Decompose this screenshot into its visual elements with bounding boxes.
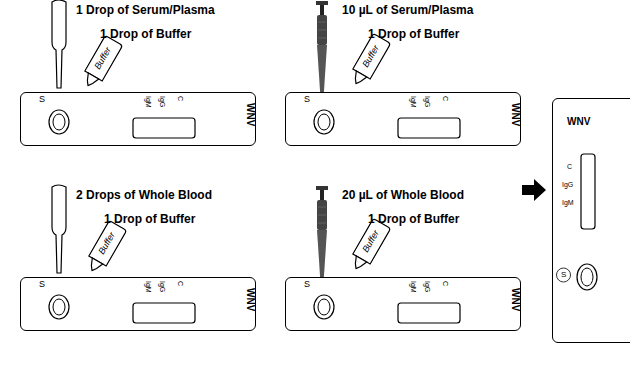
cassette-label: IgG [562, 181, 573, 188]
cassette-label: C [177, 281, 184, 286]
cassette-window [553, 99, 630, 344]
instruction-text: 1 Drop of Buffer [100, 28, 191, 40]
cassette-label: S [304, 95, 310, 104]
cassette-label: WNV [510, 103, 520, 126]
cassette-label: IgM [410, 96, 417, 108]
cassette-window [21, 278, 257, 332]
cassette-label: IgM [410, 281, 417, 293]
instruction-text: 1 Drop of Serum/Plasma [76, 4, 215, 16]
test-cassette: WNV C IgG IgM S [552, 98, 630, 343]
cassette-label: IgG [159, 96, 166, 107]
cassette-label: C [442, 96, 449, 101]
cassette-label: WNV [567, 117, 590, 127]
cassette-label: WNV [245, 103, 255, 126]
instruction-text: 1 Drop of Buffer [368, 213, 459, 225]
cassette-label: S [39, 95, 45, 104]
cassette-label: S [39, 280, 45, 289]
cassette-label: C [442, 281, 449, 286]
cassette-label: C [567, 163, 572, 170]
cassette-window [286, 278, 522, 332]
test-cassette: S IgM IgG C WNV [20, 92, 256, 146]
buffer-bottle: Buffer [346, 217, 392, 275]
cassette-label: IgG [159, 281, 166, 292]
cassette-label: C [177, 96, 184, 101]
flow-arrow [522, 179, 546, 201]
buffer-bottle: Buffer [346, 32, 392, 90]
cassette-window [21, 93, 257, 147]
test-cassette: S IgM IgG C WNV [285, 277, 521, 331]
cassette-label: WNV [245, 288, 255, 311]
instruction-text: 2 Drops of Whole Blood [76, 189, 212, 201]
cassette-label: IgM [562, 199, 574, 206]
instruction-text: 1 Drop of Buffer [104, 213, 195, 225]
test-cassette: S IgM IgG C WNV [285, 92, 521, 146]
cassette-label: S [304, 280, 310, 289]
cassette-label: S [561, 271, 566, 279]
cassette-label: IgM [145, 281, 152, 293]
buffer-bottle: Buffer [82, 219, 128, 277]
instruction-text: 20 µL of Whole Blood [342, 189, 464, 201]
cassette-label: WNV [510, 288, 520, 311]
buffer-bottle: Buffer [78, 34, 124, 92]
test-cassette: S IgM IgG C WNV [20, 277, 256, 331]
cassette-window [286, 93, 522, 147]
instruction-text: 10 µL of Serum/Plasma [342, 4, 473, 16]
cassette-label: IgG [424, 281, 431, 292]
cassette-label: IgG [424, 96, 431, 107]
cassette-label: IgM [145, 96, 152, 108]
instruction-text: 1 Drop of Buffer [368, 28, 459, 40]
